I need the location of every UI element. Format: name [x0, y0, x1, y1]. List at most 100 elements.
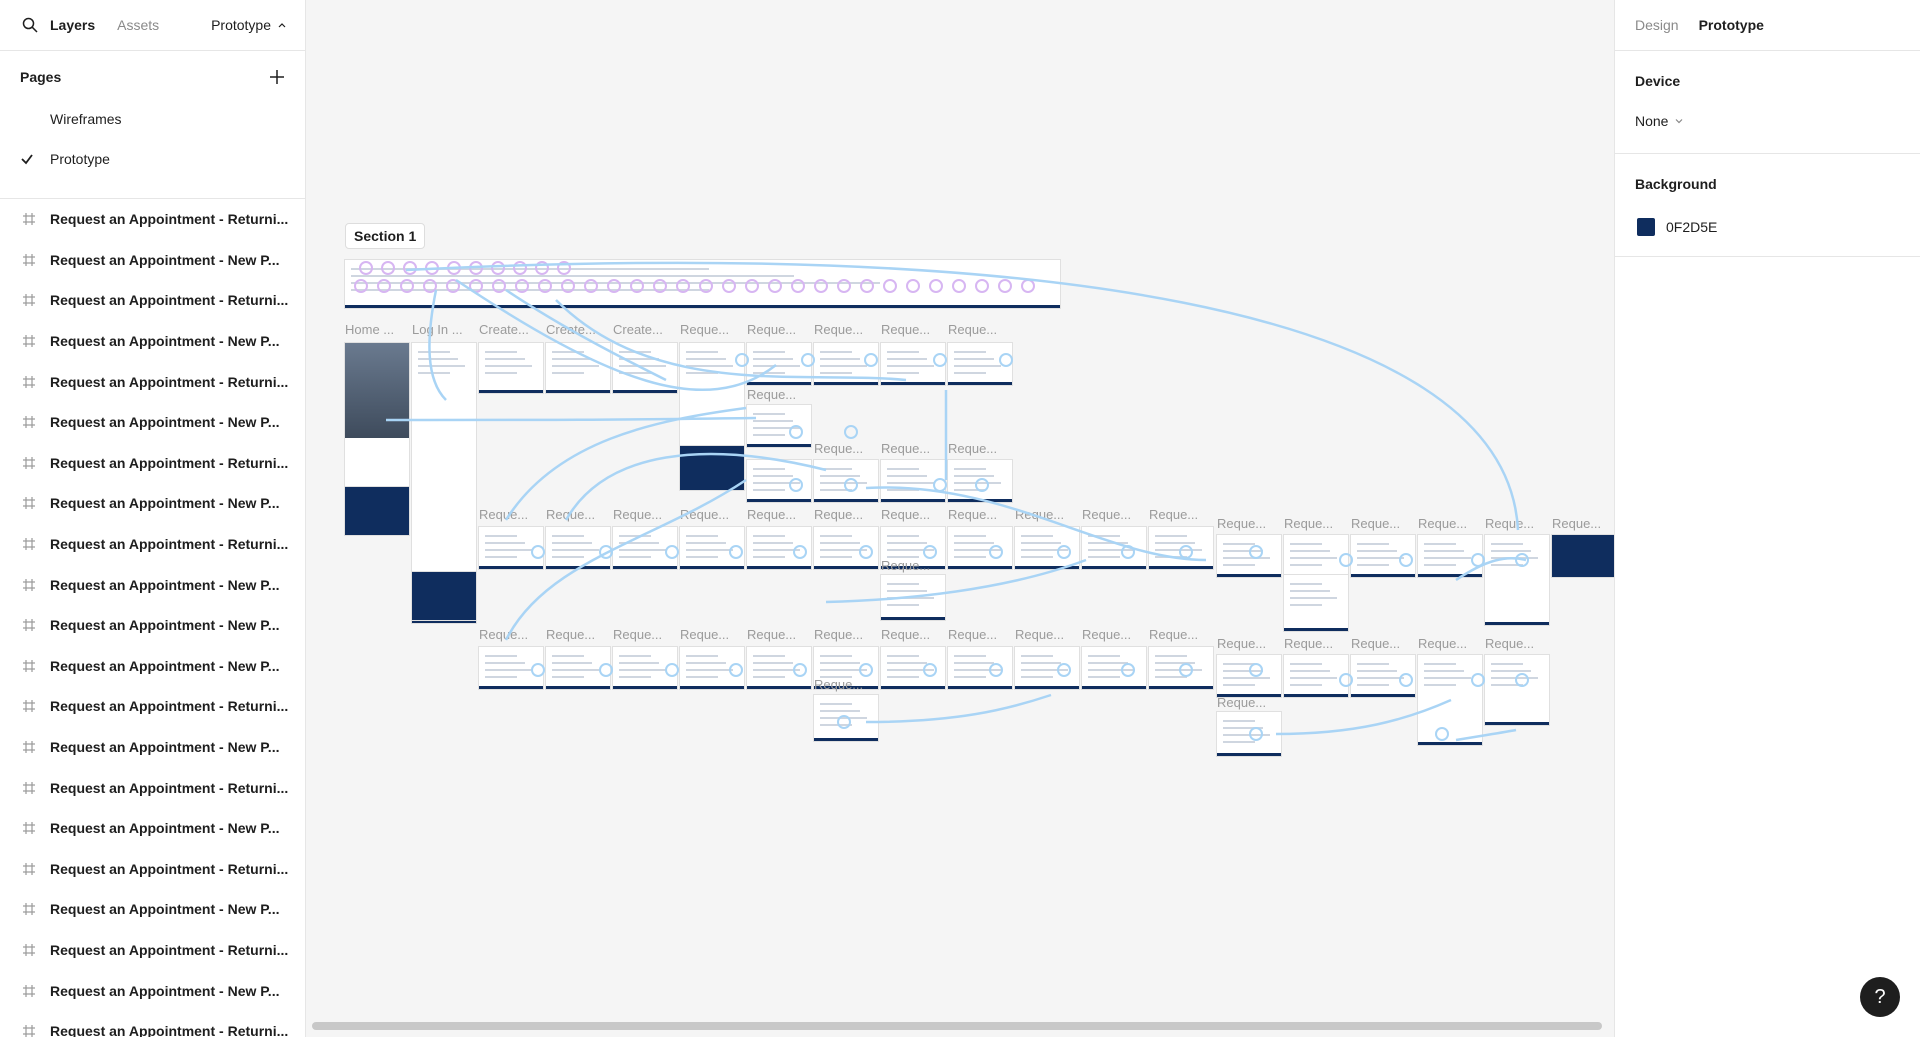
frame-label[interactable]: Reque... — [1485, 636, 1535, 651]
frame-label[interactable]: Reque... — [1217, 636, 1267, 651]
frame-label[interactable]: Reque... — [747, 387, 797, 402]
layer-item[interactable]: Request an Appointment - Returni... — [0, 361, 305, 402]
plus-icon[interactable] — [269, 69, 285, 85]
prototype-frame[interactable] — [747, 647, 811, 689]
frame-label[interactable]: Reque... — [1284, 636, 1334, 651]
frame-label[interactable]: Reque... — [948, 627, 998, 642]
layer-item[interactable]: Request an Appointment - New P... — [0, 605, 305, 646]
frame-label[interactable]: Reque... — [479, 507, 529, 522]
background-hex-value[interactable]: 0F2D5E — [1666, 219, 1718, 235]
layer-item[interactable]: Request an Appointment - New P... — [0, 564, 305, 605]
prototype-frame[interactable] — [1552, 535, 1614, 577]
frame-label[interactable]: Reque... — [881, 627, 931, 642]
frame-label[interactable]: Reque... — [479, 627, 529, 642]
prototype-frame[interactable] — [1418, 535, 1482, 577]
frame-label[interactable]: Reque... — [1351, 516, 1401, 531]
frame-label[interactable]: Home ... — [345, 322, 395, 337]
frame-label[interactable]: Reque... — [948, 441, 998, 456]
layer-item[interactable]: Request an Appointment - New P... — [0, 321, 305, 362]
prototype-frame[interactable] — [1485, 655, 1549, 725]
frame-label[interactable]: Reque... — [1418, 516, 1468, 531]
layer-item[interactable]: Request an Appointment - New P... — [0, 483, 305, 524]
tab-design[interactable]: Design — [1635, 17, 1679, 33]
layer-item[interactable]: Request an Appointment - Returni... — [0, 1011, 305, 1037]
layer-item[interactable]: Request an Appointment - Returni... — [0, 524, 305, 565]
frame-label[interactable]: Reque... — [613, 627, 663, 642]
frame-label[interactable]: Reque... — [1015, 627, 1065, 642]
frame-label[interactable]: Create... — [479, 322, 529, 337]
frame-label[interactable]: Reque... — [680, 627, 730, 642]
frame-label[interactable]: Reque... — [881, 441, 931, 456]
frame-label[interactable]: Reque... — [881, 507, 931, 522]
frame-label[interactable]: Reque... — [814, 677, 864, 692]
layer-item[interactable]: Request an Appointment - Returni... — [0, 443, 305, 484]
frame-label[interactable]: Reque... — [1418, 636, 1468, 651]
background-color-swatch[interactable] — [1637, 218, 1655, 236]
layer-item[interactable]: Request an Appointment - Returni... — [0, 199, 305, 240]
prototype-frame[interactable] — [814, 527, 878, 569]
frame-label[interactable]: Reque... — [1485, 516, 1535, 531]
frame-label[interactable]: Reque... — [814, 322, 864, 337]
layer-item[interactable]: Request an Appointment - New P... — [0, 240, 305, 281]
frame-label[interactable]: Log In ... — [412, 322, 463, 337]
prototype-frame[interactable] — [1284, 575, 1348, 631]
page-selector[interactable]: Prototype — [211, 17, 287, 33]
page-item-wireframes[interactable]: Wireframes — [50, 111, 122, 127]
tab-prototype[interactable]: Prototype — [1698, 17, 1764, 33]
frame-label[interactable]: Reque... — [747, 322, 797, 337]
frame-label[interactable]: Reque... — [1217, 695, 1267, 710]
layer-item[interactable]: Request an Appointment - New P... — [0, 646, 305, 687]
prototype-frame[interactable] — [747, 405, 811, 447]
frame-label[interactable]: Reque... — [546, 627, 596, 642]
frame-label[interactable]: Reque... — [814, 507, 864, 522]
section-label[interactable]: Section 1 — [345, 223, 426, 249]
prototype-frame[interactable] — [479, 527, 543, 569]
prototype-frame[interactable] — [680, 527, 744, 569]
prototype-frame[interactable] — [814, 647, 878, 689]
prototype-frame[interactable] — [1351, 535, 1415, 577]
frame-label[interactable]: Reque... — [1149, 627, 1199, 642]
layer-item[interactable]: Request an Appointment - Returni... — [0, 686, 305, 727]
frame-label[interactable]: Reque... — [1082, 507, 1132, 522]
layer-item[interactable]: Request an Appointment - Returni... — [0, 767, 305, 808]
frame-label[interactable]: Reque... — [1351, 636, 1401, 651]
frame-label[interactable]: Reque... — [1552, 516, 1602, 531]
frame-label[interactable]: Reque... — [881, 558, 931, 573]
frame-label[interactable]: Reque... — [747, 507, 797, 522]
frame-label[interactable]: Reque... — [613, 507, 663, 522]
prototype-frame[interactable] — [1149, 647, 1213, 689]
horizontal-scrollbar[interactable] — [312, 1022, 1602, 1030]
frame-label[interactable]: Reque... — [1217, 516, 1267, 531]
layer-item[interactable]: Request an Appointment - New P... — [0, 808, 305, 849]
help-button[interactable]: ? — [1860, 977, 1900, 1017]
tab-assets[interactable]: Assets — [117, 17, 160, 33]
prototype-frame[interactable] — [948, 647, 1012, 689]
layer-item[interactable]: Request an Appointment - New P... — [0, 402, 305, 443]
prototype-frame[interactable] — [1015, 647, 1079, 689]
prototype-frame[interactable] — [1284, 655, 1348, 697]
prototype-frame[interactable] — [1284, 535, 1348, 577]
prototype-frame[interactable] — [680, 647, 744, 689]
prototype-frame[interactable] — [881, 647, 945, 689]
layer-item[interactable]: Request an Appointment - New P... — [0, 970, 305, 1011]
page-item-prototype[interactable]: Prototype — [50, 151, 110, 167]
frame-label[interactable]: Reque... — [680, 322, 730, 337]
prototype-frame[interactable] — [1217, 535, 1281, 577]
layer-item[interactable]: Request an Appointment - Returni... — [0, 930, 305, 971]
frame-label[interactable]: Reque... — [1149, 507, 1199, 522]
prototype-frame[interactable] — [1082, 647, 1146, 689]
layer-item[interactable]: Request an Appointment - New P... — [0, 889, 305, 930]
device-dropdown[interactable]: None — [1635, 113, 1684, 129]
frame-label[interactable]: Reque... — [747, 627, 797, 642]
frame-label[interactable]: Create... — [613, 322, 663, 337]
frame-label[interactable]: Reque... — [1284, 516, 1334, 531]
tab-layers[interactable]: Layers — [50, 17, 96, 33]
prototype-frame[interactable] — [747, 527, 811, 569]
prototype-frame[interactable] — [1217, 655, 1281, 697]
frame-label[interactable]: Reque... — [948, 507, 998, 522]
design-canvas[interactable]: Section 1 Home ... Log In ... Create... Cre… — [306, 0, 1614, 1037]
search-icon[interactable] — [22, 17, 38, 33]
prototype-frame[interactable] — [345, 487, 409, 535]
frame-label[interactable]: Reque... — [814, 627, 864, 642]
layer-item[interactable]: Request an Appointment - New P... — [0, 727, 305, 768]
